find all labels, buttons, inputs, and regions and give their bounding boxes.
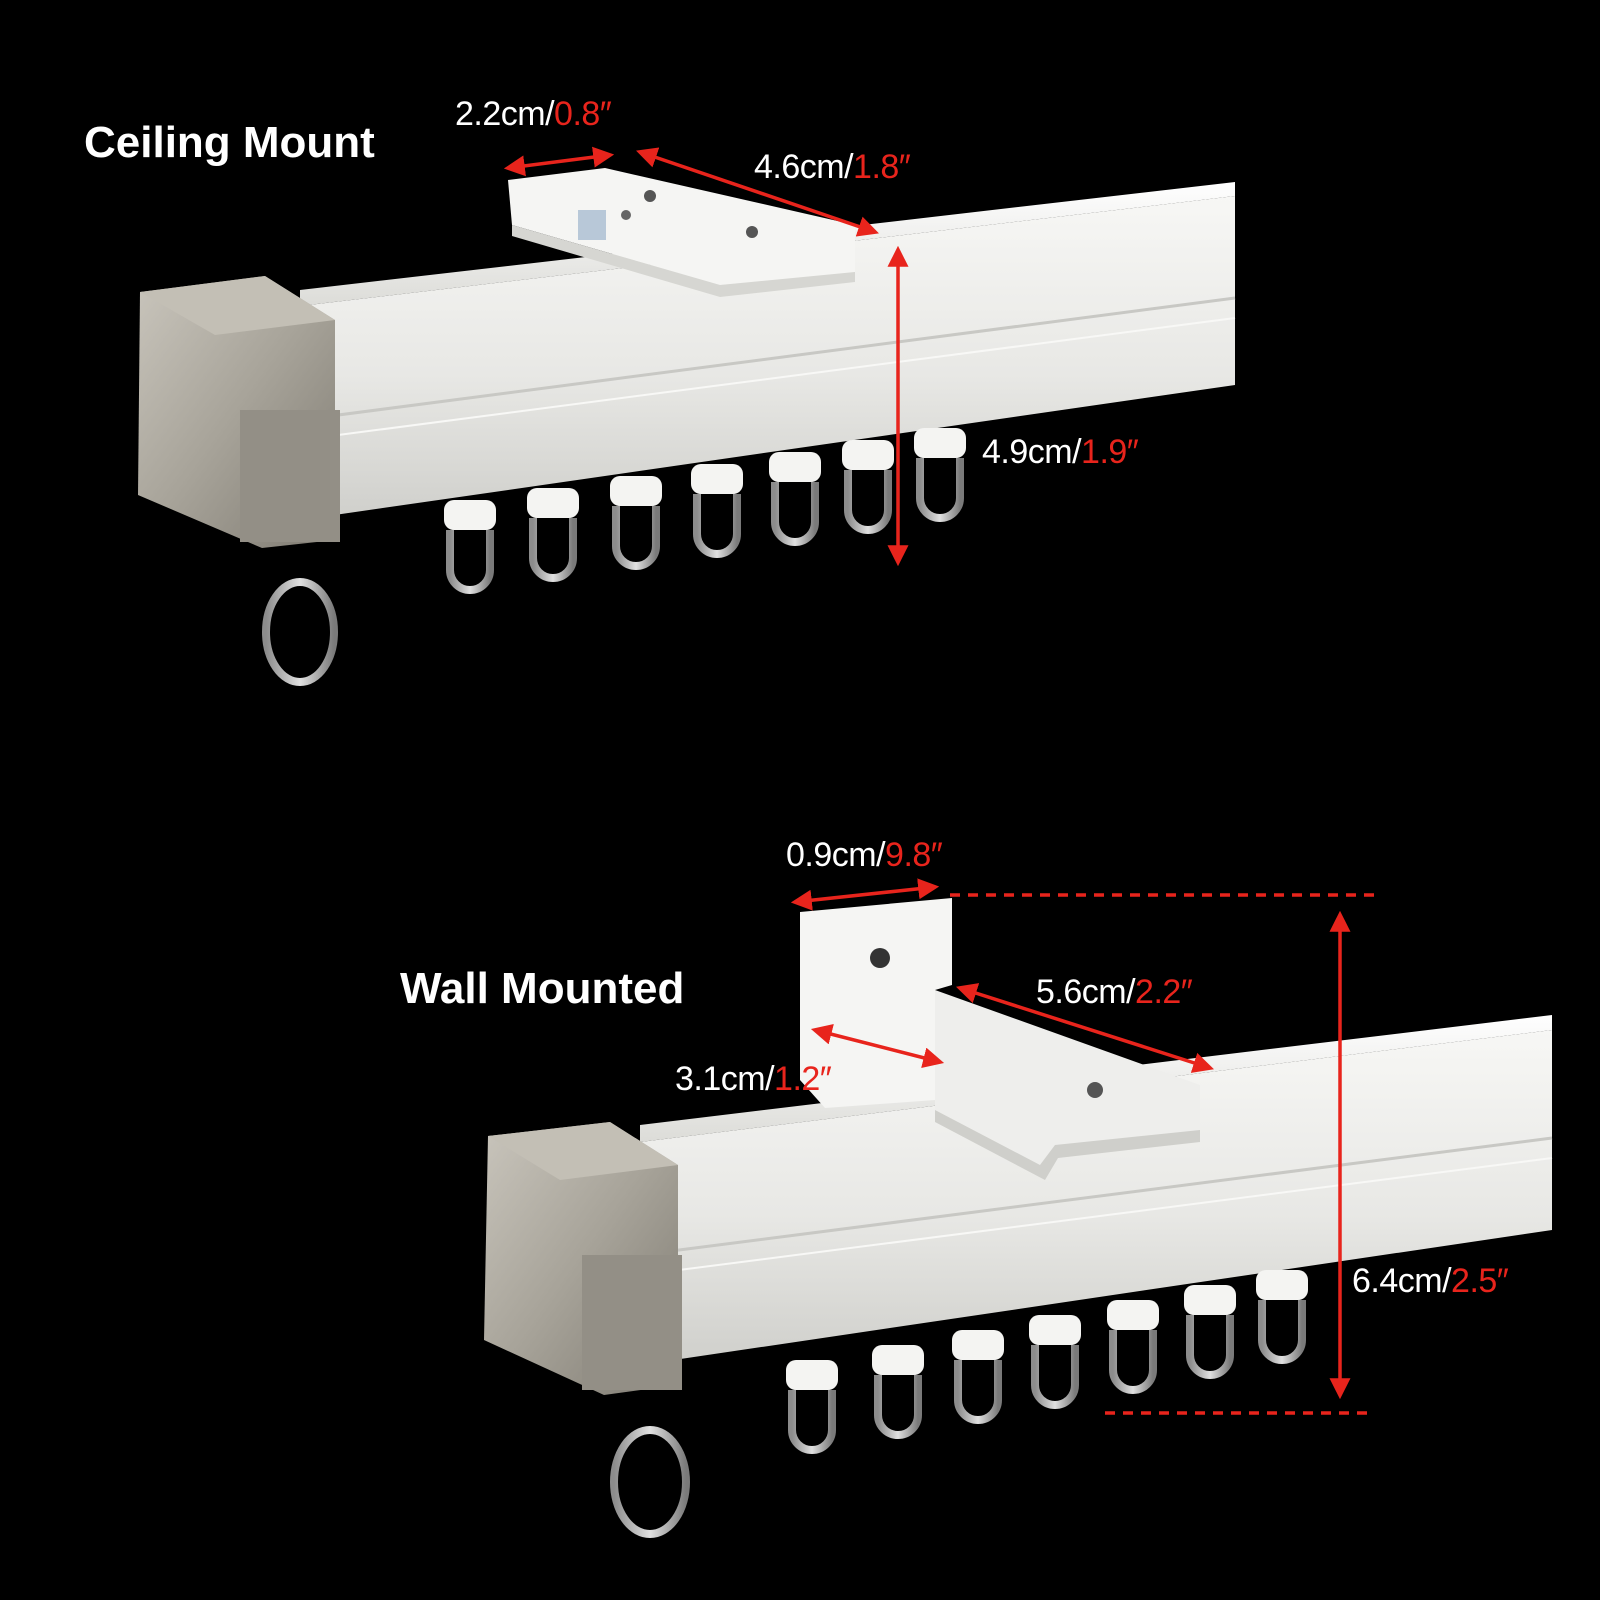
wall-end-ring — [610, 1380, 690, 1538]
ceiling-end-ring — [262, 530, 338, 686]
wall-mounted-title: Wall Mounted — [400, 964, 685, 1013]
dim-imperial: 0.8″ — [554, 95, 612, 133]
dim-metric: 4.6cm/ — [754, 148, 854, 186]
dim-imperial: 1.8″ — [853, 148, 911, 186]
ceiling-rail-groove-2 — [299, 317, 1236, 441]
dim-label-ceiling-bracket-length: 4.6cm/1.8″ — [754, 148, 911, 187]
dimension-lines — [503, 146, 1380, 1415]
dim-line-wall-plate-thickness — [790, 878, 940, 911]
dim-metric: 3.1cm/ — [675, 1060, 775, 1098]
ceiling-end-cap — [138, 276, 340, 548]
dim-metric: 5.6cm/ — [1036, 973, 1136, 1011]
dim-line-ceiling-bracket-width — [503, 146, 615, 177]
dim-line-ceiling-bracket-length — [636, 147, 879, 237]
dim-line-wall-offset — [810, 1023, 945, 1069]
dim-imperial: 2.2″ — [1135, 973, 1193, 1011]
dim-label-ceiling-bracket-width: 2.2cm/0.8″ — [455, 95, 612, 134]
dim-line-wall-arm-length — [955, 983, 1215, 1073]
dim-imperial: 1.2″ — [774, 1060, 832, 1098]
ceiling-mount-title: Ceiling Mount — [84, 118, 375, 167]
wall-runners — [786, 1270, 1308, 1454]
wall-end-cap — [484, 1122, 682, 1395]
dim-label-wall-height: 6.4cm/2.5″ — [1352, 1262, 1509, 1301]
dim-label-wall-arm-length: 5.6cm/2.2″ — [1036, 973, 1193, 1012]
ceiling-rail-groove — [299, 296, 1236, 422]
dim-imperial: 9.8″ — [885, 836, 943, 874]
dim-label-wall-offset: 3.1cm/1.2″ — [675, 1060, 832, 1099]
dim-imperial: 2.5″ — [1451, 1262, 1509, 1300]
wall-rail-groove-2 — [639, 1157, 1553, 1276]
dim-label-wall-plate-thickness: 0.9cm/9.8″ — [786, 836, 943, 875]
dim-metric: 4.9cm/ — [982, 433, 1082, 471]
wall-rail-groove — [639, 1136, 1553, 1257]
dim-label-ceiling-height: 4.9cm/1.9″ — [982, 433, 1139, 472]
dim-metric: 0.9cm/ — [786, 836, 886, 874]
dim-metric: 6.4cm/ — [1352, 1262, 1452, 1300]
dim-metric: 2.2cm/ — [455, 95, 555, 133]
ceiling-runners — [444, 428, 966, 594]
ceiling-mount-illustration — [138, 168, 1236, 686]
dim-imperial: 1.9″ — [1081, 433, 1139, 471]
